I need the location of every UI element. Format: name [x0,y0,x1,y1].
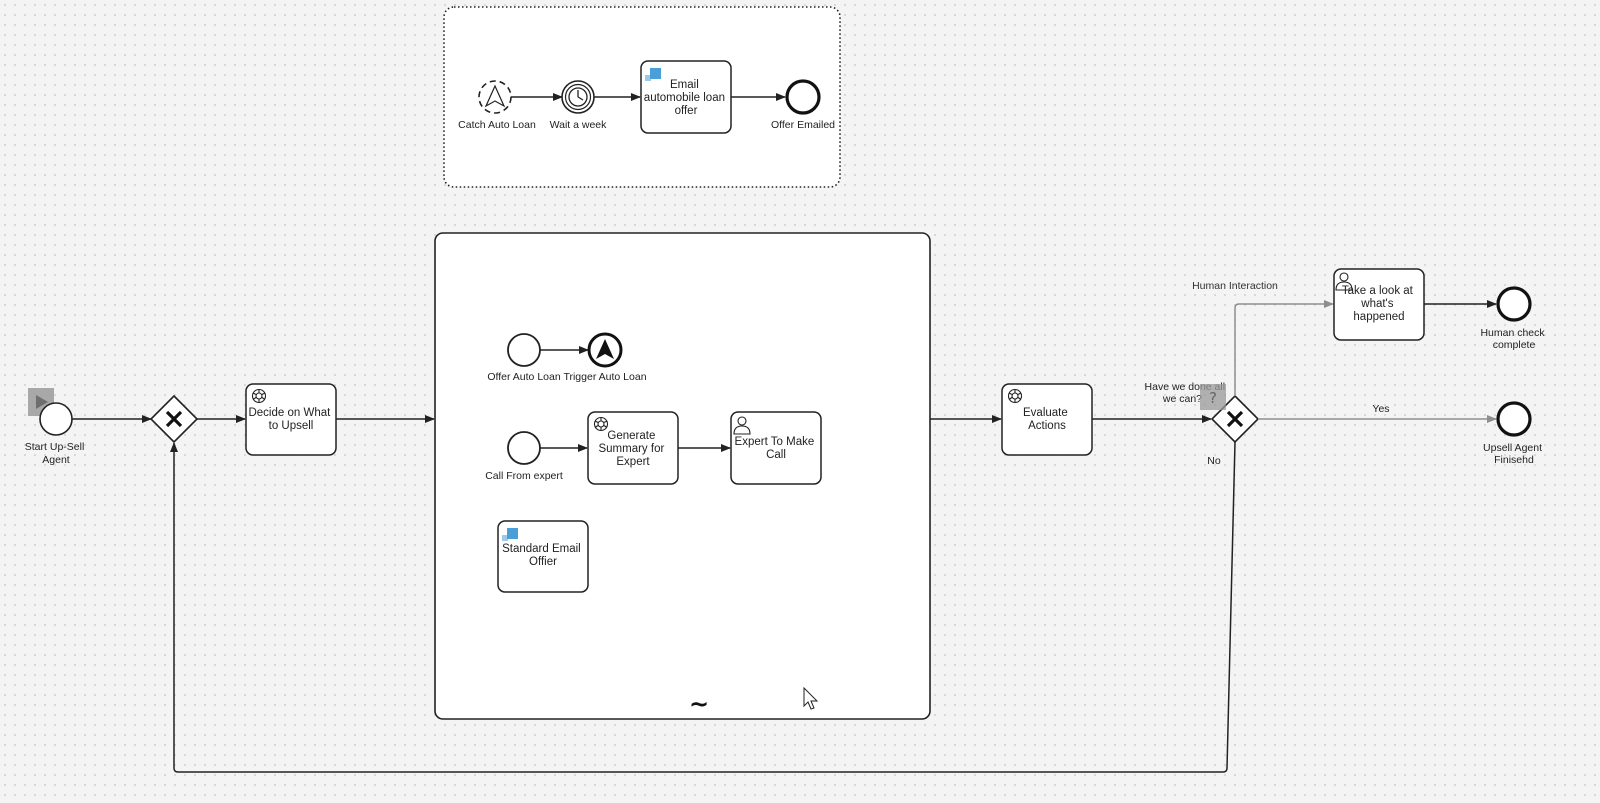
adhoc-subprocess[interactable] [434,232,931,720]
expert-to-make-call-label: Expert To Make Call [735,436,818,461]
call-from-expert-start-event[interactable] [507,431,541,465]
user-task-icon [733,416,751,435]
offer-emailed-end-event[interactable] [785,79,821,115]
trigger-auto-loan-label: Trigger Auto Loan [563,371,646,383]
exclusive-x-icon [165,410,183,428]
wait-a-week-timer-event[interactable] [561,80,595,114]
expert-to-make-call-task[interactable]: Expert To Make Call [730,411,822,485]
mouse-cursor-icon [803,686,819,710]
offer-emailed-label: Offer Emailed [771,119,835,131]
generate-summary-task[interactable]: Generate Summary for Expert [587,411,679,485]
evaluate-actions-label: Evaluate Actions [1023,407,1071,432]
user-task-icon [1335,272,1353,291]
call-from-expert-label: Call From expert [485,470,563,482]
take-a-look-task[interactable]: Take a look at what's happened [1333,268,1425,341]
catch-auto-loan-label: Catch Auto Loan [458,119,536,131]
start-up-sell-agent-event[interactable] [39,402,73,436]
offer-auto-loan-label: Offer Auto Loan [487,371,561,383]
human-check-complete-label: Human check complete [1480,327,1547,351]
send-task-icon [502,528,518,541]
catch-auto-loan-event[interactable] [478,80,512,114]
escalation-filled-icon [596,339,614,359]
decide-on-what-label: Decide on What to Upsell [248,407,333,432]
standard-email-offer-label: Standard Email Offier [502,543,584,568]
svg-text:?: ? [1209,389,1217,407]
evaluate-actions-task[interactable]: Evaluate Actions [1001,383,1093,456]
email-auto-loan-task[interactable]: Email automobile loan offer [640,60,732,134]
human-interaction-label: Human Interaction [1192,280,1278,292]
merge-gateway[interactable] [149,394,199,444]
start-up-sell-label: Start Up-Sell Agent [25,441,87,466]
send-task-icon [645,68,661,81]
decide-on-what-to-upsell-task[interactable]: Decide on What to Upsell [245,383,337,456]
take-a-look-label: Take a look at what's happened [1342,285,1416,323]
wait-a-week-label: Wait a week [550,119,608,131]
openai-service-icon [593,416,609,432]
upsell-agent-finished-label: Upsell Agent Finisehd [1483,442,1545,466]
human-check-complete-end-event[interactable] [1496,286,1532,322]
no-label: No [1207,455,1221,467]
trigger-auto-loan-end-event[interactable] [587,332,623,368]
no-loop-back-flow[interactable] [170,441,1236,773]
human-interaction-flow[interactable] [1234,300,1334,396]
generate-summary-label: Generate Summary for Expert [598,430,667,468]
upsell-agent-finished-end-event[interactable] [1496,401,1532,437]
email-auto-loan-label: Email automobile loan offer [644,79,728,117]
yes-label: Yes [1372,403,1389,415]
help-icon[interactable]: ? [1200,384,1226,410]
adhoc-marker: ~ [689,690,709,718]
offer-auto-loan-start-event[interactable] [507,333,541,367]
clock-icon [568,87,588,107]
exclusive-x-icon [1226,410,1244,428]
openai-service-icon [251,388,267,404]
escalation-icon [484,84,506,108]
standard-email-offer-task[interactable]: Standard Email Offier [497,520,589,593]
openai-service-icon [1007,388,1023,404]
play-icon [36,395,48,409]
